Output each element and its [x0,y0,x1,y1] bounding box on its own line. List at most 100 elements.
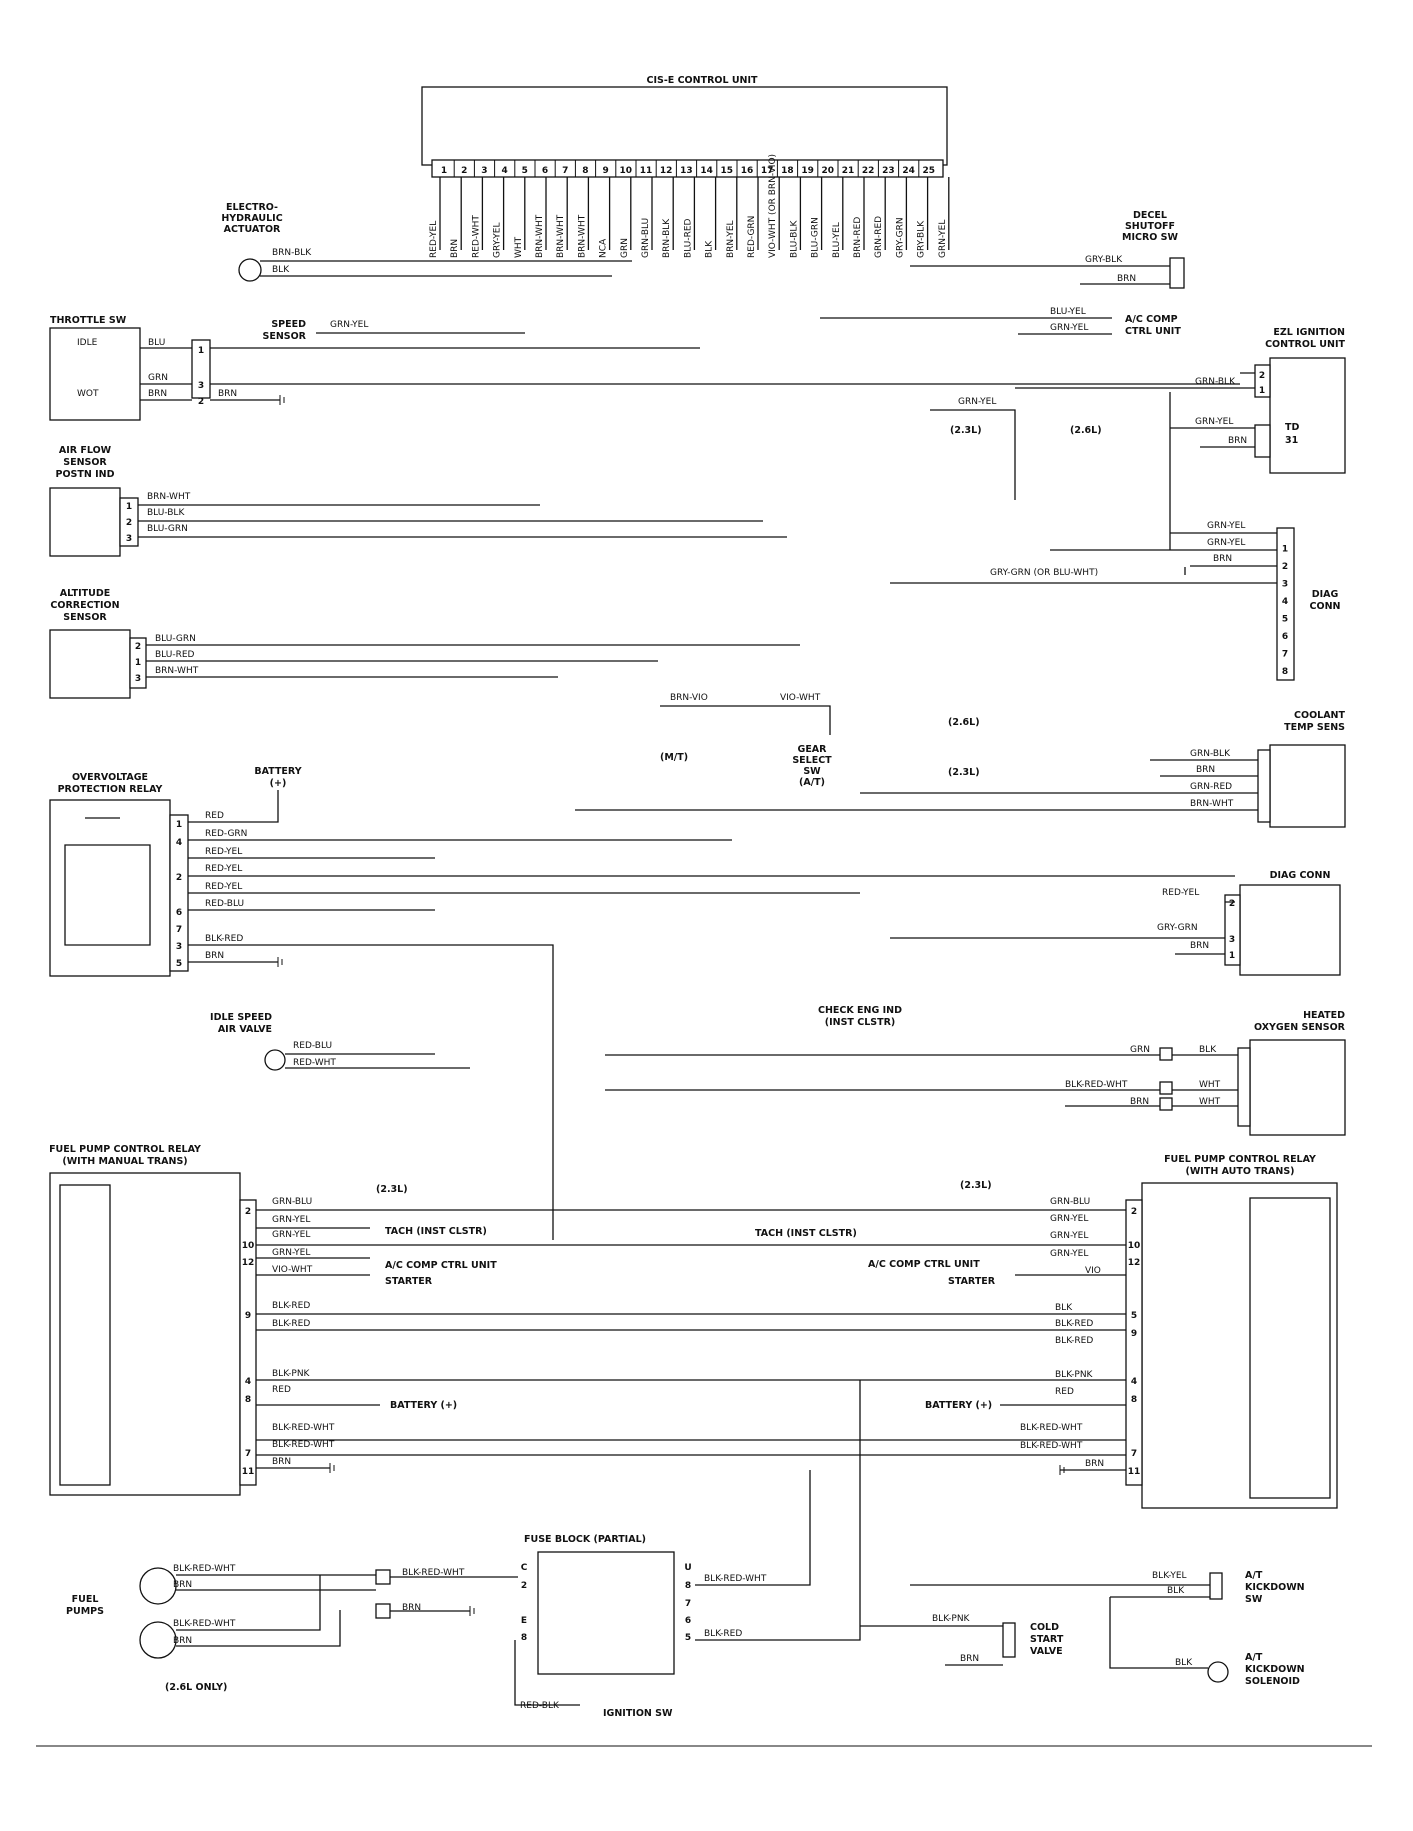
svg-text:BLU: BLU [148,338,165,348]
ecu-wire-label: BLU-BLK [789,220,799,258]
svg-text:GRN-RED: GRN-RED [1190,782,1232,792]
ecu-wire-label: BLU-RED [683,218,693,258]
ecu-wire-label: BRN-WHT [577,214,587,258]
svg-text:GRN-YEL: GRN-YEL [272,1215,310,1225]
svg-text:7: 7 [685,1599,691,1609]
svg-text:BLK-RED-WHT: BLK-RED-WHT [272,1423,335,1433]
ecu-pin-17: 17 [761,166,774,176]
diag-pin-2: 2 [1282,562,1288,572]
ecu-pin-21: 21 [842,166,855,176]
ecu-wire-label: BRN-WHT [556,214,566,258]
svg-text:GRN-YEL: GRN-YEL [1050,1214,1088,1224]
diag-pin-8: 8 [1282,667,1288,677]
ecu-pin-25: 25 [923,166,936,176]
actuator-connector [238,258,262,282]
svg-text:4: 4 [245,1377,251,1387]
ecu-pin-5: 5 [522,166,528,176]
actuator-wire-brn-blk: BRN-BLK [272,248,312,258]
svg-text:GRN: GRN [148,373,168,383]
svg-text:2: 2 [1259,371,1265,381]
svg-text:2: 2 [126,518,132,528]
ecu-wire-label: BLK [705,240,715,258]
svg-text:9: 9 [1131,1329,1137,1339]
svg-text:RED: RED [1055,1387,1074,1397]
svg-text:BLU-YEL: BLU-YEL [1050,307,1086,317]
svg-text:BRN: BRN [272,1457,291,1467]
actuator-wire-blk: BLK [272,265,290,275]
svg-text:2: 2 [176,873,182,883]
svg-text:RED-GRN: RED-GRN [205,829,247,839]
svg-text:GRN-BLU: GRN-BLU [1050,1197,1090,1207]
ecu-pin-23: 23 [882,166,895,176]
svg-text:RED-YEL: RED-YEL [1162,888,1199,898]
ecu-pin-9: 9 [602,166,608,176]
svg-text:BLK-RED-WHT: BLK-RED-WHT [1065,1080,1128,1090]
svg-text:BLK-RED: BLK-RED [704,1629,742,1639]
ecu-pin-22: 22 [862,166,875,176]
svg-text:BRN-WHT: BRN-WHT [1190,799,1234,809]
ecu-pin-13: 13 [680,166,693,176]
ecu-title: CIS-E CONTROL UNIT [647,75,759,86]
wot-label: WOT [77,389,99,399]
heated-o2-box [1249,1039,1346,1136]
svg-text:10: 10 [1128,1241,1141,1251]
svg-text:GRN-YEL: GRN-YEL [1050,323,1088,333]
svg-text:BRN: BRN [1117,274,1136,284]
svg-text:11: 11 [1128,1467,1141,1477]
fp-relay-manual-label: FUEL PUMP CONTROL RELAY(WITH MANUAL TRAN… [49,1144,201,1167]
diag-conn2-label: DIAG CONN [1270,870,1331,881]
svg-text:6: 6 [176,908,182,918]
throttle-sw-box [49,327,141,421]
svg-text:2: 2 [135,642,141,652]
svg-text:10: 10 [242,1241,255,1251]
svg-text:RED-BLU: RED-BLU [293,1041,332,1051]
kickdown-solenoid [1207,1661,1229,1683]
svg-text:BRN: BRN [1228,436,1247,446]
diag-conn2-box [1239,884,1341,976]
ecu-pin-12: 12 [660,166,673,176]
svg-text:9: 9 [245,1311,251,1321]
svg-text:8: 8 [521,1633,527,1643]
svg-text:2: 2 [521,1581,527,1591]
ecu-pin-7: 7 [562,166,568,176]
ecu-wire-label: GRY-BLK [917,220,927,258]
svg-text:1: 1 [126,502,132,512]
svg-text:GRN-YEL: GRN-YEL [272,1248,310,1258]
svg-text:C: C [521,1563,528,1573]
svg-text:1: 1 [176,820,182,830]
ecu-wire-label: GRN-RED [874,216,884,258]
ignition-sw-label: IGNITION SW [603,1708,673,1719]
diag-pin-3: 3 [1282,580,1288,590]
battery-label: BATTERY(+) [254,766,301,789]
svg-text:1: 1 [1259,386,1265,396]
svg-text:11: 11 [242,1467,255,1477]
l26-label-2: (2.6L) [948,717,980,728]
svg-text:VIO-WHT: VIO-WHT [272,1265,313,1275]
svg-text:12: 12 [242,1258,255,1268]
svg-text:BLK-RED-WHT: BLK-RED-WHT [1020,1423,1083,1433]
ecu-pin-19: 19 [801,166,814,176]
svg-text:2: 2 [1229,899,1235,909]
diag-pin-4: 4 [1282,597,1288,607]
svg-text:BRN-WHT: BRN-WHT [155,666,199,676]
svg-text:BLK-RED-WHT: BLK-RED-WHT [1020,1441,1083,1451]
svg-text:GRN-BLK: GRN-BLK [1190,749,1231,759]
starter-auto: STARTER [948,1276,996,1287]
svg-text:BRN: BRN [173,1580,192,1590]
svg-text:12: 12 [1128,1258,1141,1268]
svg-text:BRN: BRN [1196,765,1215,775]
svg-text:8: 8 [1131,1395,1137,1405]
svg-text:RED: RED [205,811,224,821]
svg-text:5: 5 [1131,1311,1137,1321]
svg-text:GRN-YEL: GRN-YEL [1050,1249,1088,1259]
svg-text:5: 5 [685,1633,691,1643]
